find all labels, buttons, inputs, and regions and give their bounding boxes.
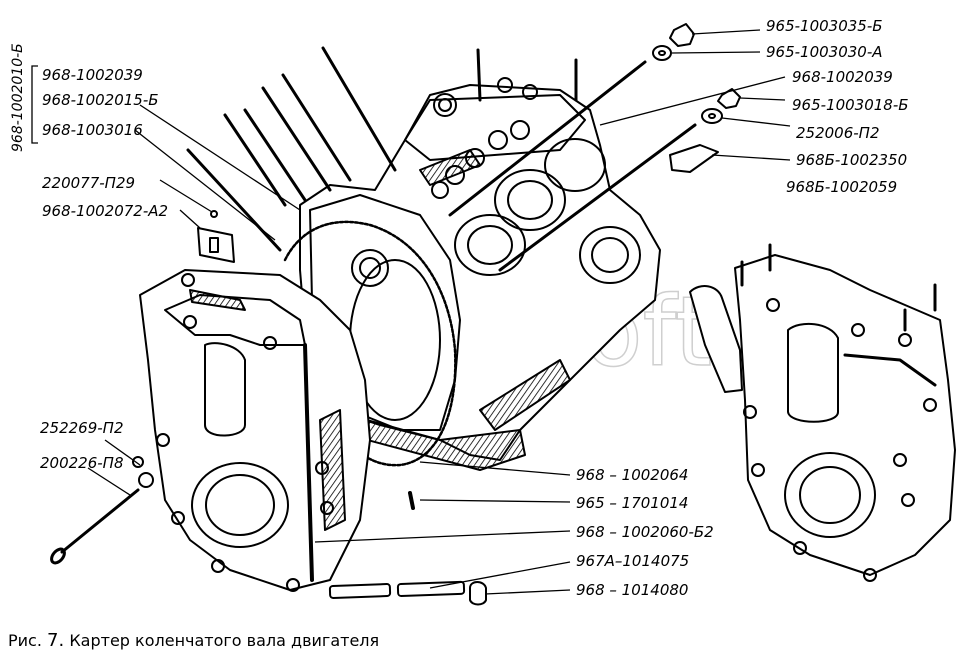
part-label: 968 – 1002064 xyxy=(576,466,688,484)
crankcase-block xyxy=(283,77,661,471)
plate-part xyxy=(197,210,235,263)
front-cover-right xyxy=(689,243,956,582)
long-bolt xyxy=(50,456,154,565)
part-label: 965-1003018-Б xyxy=(792,96,909,114)
caption-prefix: Рис. xyxy=(8,631,42,650)
leader-lines xyxy=(31,29,791,595)
nut-washer-parts xyxy=(652,23,741,173)
part-label: 968Б-1002059 xyxy=(786,178,897,196)
block-studs xyxy=(186,46,697,272)
caption-text: Картер коленчатого вала двигателя xyxy=(69,631,380,650)
part-label: 968-1002072-А2 xyxy=(42,202,168,220)
part-label: 968Б-1002350 xyxy=(796,151,907,169)
part-label: 968 – 1014080 xyxy=(576,581,688,599)
group-label: 968-1002010-Б xyxy=(10,43,26,152)
figure-caption: Рис. 7. Картер коленчатого вала двигател… xyxy=(8,630,379,651)
front-cover-left xyxy=(139,269,371,592)
part-label: 968-1003016 xyxy=(42,121,143,139)
part-label: 220077-П29 xyxy=(42,174,135,192)
part-label: 965-1003030-А xyxy=(766,43,883,61)
part-label: 967А–1014075 xyxy=(576,552,689,570)
part-label: 968-1002015-Б xyxy=(42,91,159,109)
part-labels: 968-1002010-Б 968-1002039 968-1002015-Б … xyxy=(10,17,909,599)
part-label: 968 – 1002060-Б2 xyxy=(576,523,714,541)
part-label: 965-1003035-Б xyxy=(766,17,883,35)
part-label: 252006-П2 xyxy=(796,124,880,142)
part-label: 968-1002039 xyxy=(792,68,893,86)
part-label: 965 – 1701014 xyxy=(576,494,688,512)
bottom-parts xyxy=(328,491,487,606)
part-label: 200226-П8 xyxy=(40,454,124,472)
part-label: 968-1002039 xyxy=(42,66,143,84)
caption-number: 7. xyxy=(47,630,65,651)
part-label: 252269-П2 xyxy=(40,419,124,437)
